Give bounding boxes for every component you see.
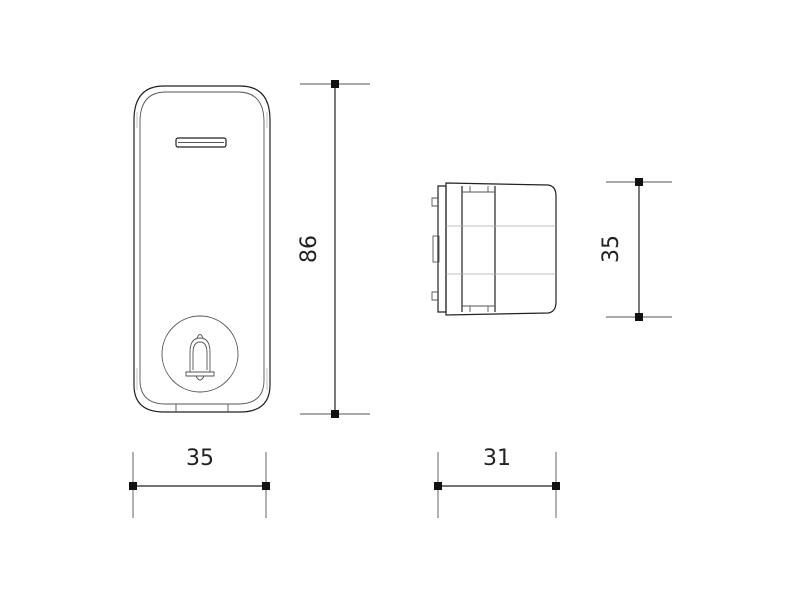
- side-main-body: [445, 182, 557, 316]
- dimension-front-width: 35: [129, 446, 270, 518]
- dimension-label-side-depth: 31: [483, 446, 511, 471]
- side-clip-ticks: [469, 186, 489, 312]
- bell-icon: [185, 334, 215, 381]
- front-outer-body: [133, 85, 271, 413]
- front-view: [133, 85, 271, 413]
- side-pin-top: [431, 197, 438, 207]
- front-bottom-bevel: [136, 368, 268, 390]
- dimension-front-height: 86: [297, 80, 370, 418]
- dimension-side-depth: 31: [434, 446, 560, 518]
- front-inner-edge: [139, 91, 265, 405]
- side-clip-rails: [462, 191, 495, 307]
- side-clip-section: [461, 186, 496, 312]
- front-top-bevel: [136, 112, 268, 128]
- dimension-label-front-width: 35: [186, 446, 214, 471]
- led-indicator-slot: [175, 137, 227, 148]
- side-view: [431, 182, 557, 316]
- dimension-label-front-height: 86: [297, 235, 322, 263]
- call-button: [161, 315, 239, 393]
- front-bottom-notch: [175, 404, 229, 412]
- dimension-label-side-height: 35: [599, 235, 624, 263]
- side-connector: [432, 235, 440, 263]
- side-pin-bottom: [431, 291, 438, 301]
- dimension-side-height: 35: [599, 178, 672, 321]
